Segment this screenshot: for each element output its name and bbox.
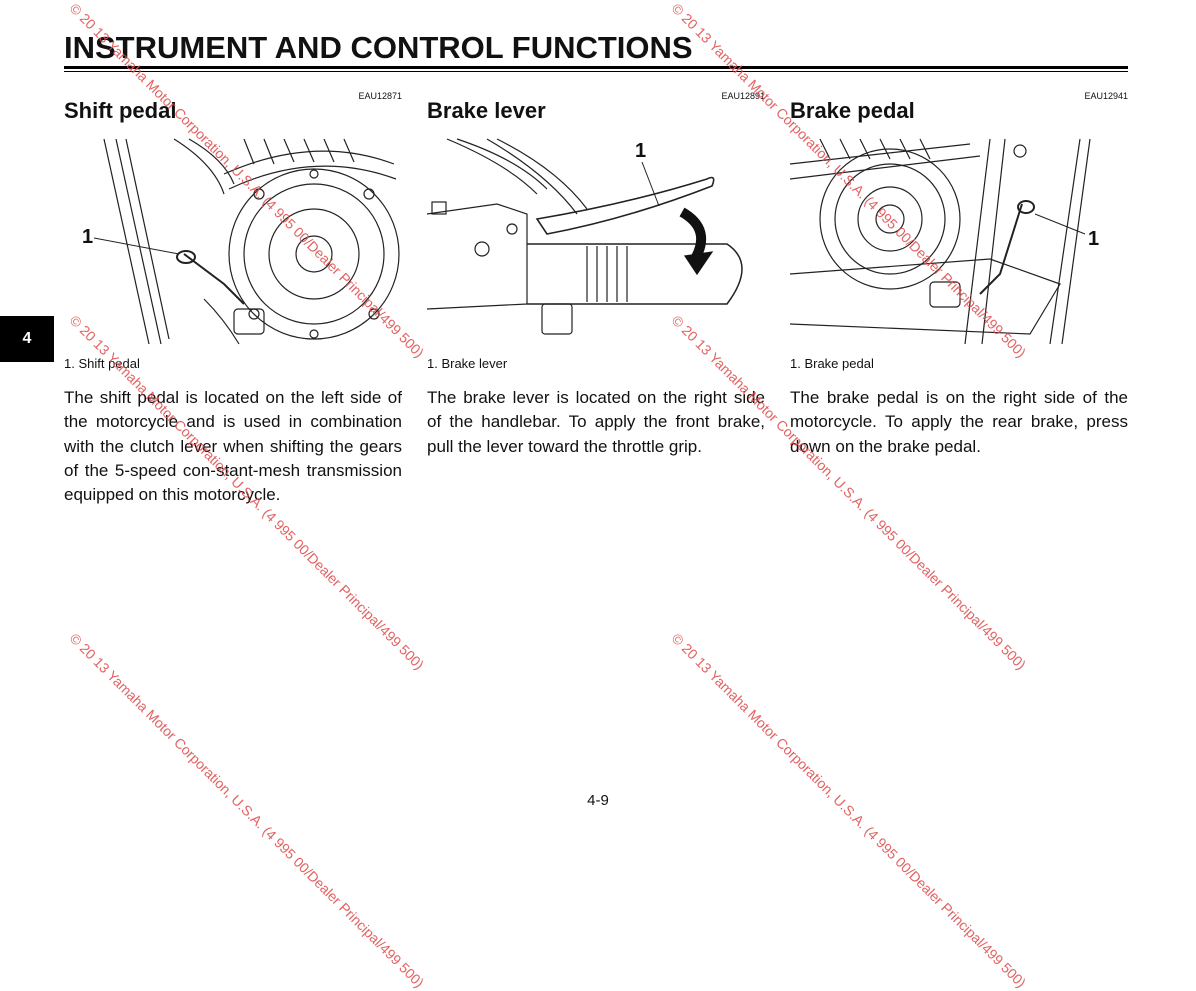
section-code: EAU12941 <box>1084 91 1128 101</box>
figure-caption: 1. Brake lever <box>427 356 508 371</box>
figure-caption: 1. Shift pedal <box>64 356 140 371</box>
figure-callout: 1 <box>635 140 647 162</box>
section-brake-lever: EAU12891 Brake lever 1 1. Brake lever Th… <box>427 88 765 456</box>
page-number: 4-9 <box>587 792 609 809</box>
figure-caption: 1. Brake pedal <box>790 356 874 371</box>
chapter-tab[interactable]: 4 <box>0 316 54 362</box>
page-title: INSTRUMENT AND CONTROL FUNCTIONS <box>64 30 693 65</box>
section-brake-pedal: EAU12941 Brake pedal 1 1. Brake pedal Th… <box>790 88 1128 456</box>
section-body: The shift pedal is located on the left s… <box>64 388 402 505</box>
section-code: EAU12891 <box>721 91 765 101</box>
section-title: Brake lever <box>427 98 546 123</box>
section-shift-pedal: EAU12871 Shift pedal 1 1. Shift pedal Th… <box>64 88 402 504</box>
section-body: The brake pedal is on the right side of … <box>790 388 1128 456</box>
shift-pedal-illustration: 1 <box>64 134 402 352</box>
watermark: © 20 13 Yamaha Motor Corporation, U.S.A.… <box>66 630 428 991</box>
section-title: Shift pedal <box>64 98 177 123</box>
header-rule-thick <box>64 66 1128 69</box>
header-rule-thin <box>64 71 1128 72</box>
figure-callout: 1 <box>82 226 94 248</box>
figure-callout: 1 <box>1088 228 1100 250</box>
brake-lever-illustration: 1 <box>427 134 765 352</box>
brake-pedal-illustration: 1 <box>790 134 1128 352</box>
watermark: © 20 13 Yamaha Motor Corporation, U.S.A.… <box>668 630 1030 991</box>
section-body: The brake lever is located on the right … <box>427 388 765 456</box>
section-title: Brake pedal <box>790 98 915 123</box>
section-code: EAU12871 <box>358 91 402 101</box>
